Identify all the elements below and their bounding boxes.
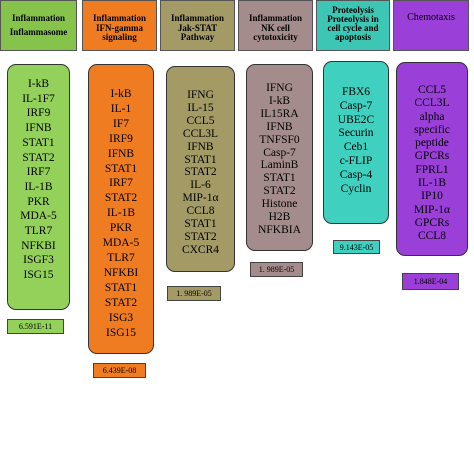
gene-label: IFNB bbox=[107, 147, 135, 160]
pvalue-badge: 1.848E-04 bbox=[402, 273, 459, 290]
gene-label: I-kB bbox=[27, 78, 50, 90]
gene-label: STAT1 bbox=[184, 218, 217, 231]
gene-label: MIP-1α bbox=[413, 203, 451, 216]
gene-label: ISG15 bbox=[105, 326, 137, 339]
gene-label: IL-6 bbox=[190, 179, 211, 192]
gene-label: FPRL1 bbox=[415, 163, 449, 176]
column-header: Proteolysis Proteolysis in cell cycle an… bbox=[316, 0, 390, 51]
gene-label: Cyclin bbox=[340, 182, 372, 195]
gene-label: IL15RA bbox=[260, 107, 299, 120]
gene-label: IL-15 bbox=[187, 101, 214, 114]
gene-label: CCL8 bbox=[186, 205, 215, 218]
gene-label: ISG15 bbox=[23, 269, 54, 282]
gene-label: IRF9 bbox=[26, 107, 51, 120]
column-header: Inflammation Inflammasome bbox=[0, 0, 77, 51]
gene-label: IFNG bbox=[266, 82, 293, 94]
gene-label: STAT1 bbox=[104, 281, 138, 294]
gene-label: STAT2 bbox=[22, 151, 55, 164]
gene-label: IRF9 bbox=[109, 132, 133, 145]
gene-label: I-kB bbox=[110, 88, 132, 100]
gene-label: IRF7 bbox=[26, 166, 51, 179]
pvalue-badge: 1. 989E-05 bbox=[167, 286, 221, 301]
gene-label: I-kB bbox=[268, 94, 291, 107]
gene-label: STAT1 bbox=[184, 153, 217, 166]
gene-label: Casp-7 bbox=[263, 146, 296, 159]
gene-label: IL-1B bbox=[24, 180, 53, 193]
pvalue-badge: 6.591E-11 bbox=[7, 319, 64, 334]
header-line: Inflammasome bbox=[9, 26, 68, 37]
gene-label: Securin bbox=[338, 127, 374, 140]
gene-label: STAT2 bbox=[104, 192, 138, 205]
gene-label: TNFSF0 bbox=[259, 133, 300, 146]
gene-label: IF7 bbox=[113, 117, 129, 130]
gene-label: CCL3L bbox=[182, 127, 219, 140]
gene-label: Ceb1 bbox=[343, 141, 369, 154]
gene-label: GPCRs bbox=[414, 150, 450, 163]
gene-label: MDA-5 bbox=[20, 210, 57, 223]
gene-label: NFKBI bbox=[103, 266, 139, 279]
pvalue-badge: 1. 989E-05 bbox=[250, 262, 303, 277]
gene-label: NFKBI bbox=[21, 239, 56, 252]
gene-label: ISGF3 bbox=[23, 254, 54, 267]
column-header: Inflammation NK cell cytotoxicity bbox=[238, 0, 313, 51]
gene-label: TLR7 bbox=[107, 251, 135, 264]
gene-label: specific bbox=[414, 123, 450, 136]
column-header: Inflammation Jak-STAT Pathway bbox=[160, 0, 235, 51]
gene-label: IL-1B bbox=[417, 177, 447, 190]
gene-label: PKR bbox=[27, 195, 50, 208]
gene-label: FBX6 bbox=[341, 86, 371, 98]
gene-label: UBE2C bbox=[337, 113, 375, 126]
gene-label: STAT1 bbox=[22, 136, 55, 149]
gene-label: PKR bbox=[109, 222, 133, 235]
gene-label: c-FLIP bbox=[339, 154, 373, 167]
gene-label: IP10 bbox=[421, 190, 443, 203]
pvalue-badge: 6.439E-08 bbox=[93, 363, 146, 378]
gene-label: STAT2 bbox=[184, 230, 217, 243]
column-header: Inflammation IFN-gamma signaling bbox=[82, 0, 157, 51]
gene-label: ISG3 bbox=[108, 311, 134, 324]
gene-label: NFKBIA bbox=[258, 223, 301, 236]
column-header: Chemotaxis bbox=[393, 0, 469, 51]
gene-label: CXCR4 bbox=[181, 243, 220, 256]
gene-label: Casp-7 bbox=[339, 99, 373, 112]
gene-label: IL-1 bbox=[110, 102, 132, 115]
gene-label: TLR7 bbox=[24, 225, 53, 238]
gene-label: peptide bbox=[415, 137, 449, 150]
gene-label: CCL5 bbox=[186, 114, 215, 127]
gene-label: IFNB bbox=[25, 122, 52, 135]
gene-label: IFNG bbox=[187, 89, 214, 101]
gene-label: IL-1F7 bbox=[22, 92, 55, 105]
gene-label: IFNB bbox=[266, 120, 293, 133]
gene-label: LaminB bbox=[260, 159, 299, 172]
gene-label: IL-1B bbox=[106, 207, 136, 220]
gene-label: IRF7 bbox=[109, 177, 133, 190]
gene-label: Histone bbox=[261, 198, 298, 211]
gene-label: STAT2 bbox=[263, 185, 296, 198]
gene-label: STAT1 bbox=[104, 162, 138, 175]
gene-label: STAT2 bbox=[104, 296, 138, 309]
gene-label: GPCRs bbox=[414, 216, 450, 229]
gene-label: MIP-1α bbox=[182, 192, 219, 205]
gene-label: Casp-4 bbox=[339, 168, 373, 181]
pvalue-badge: 9.143E-05 bbox=[333, 240, 380, 254]
header-line: Inflammation bbox=[11, 13, 65, 23]
gene-label: MDA-5 bbox=[102, 237, 140, 250]
gene-label: H2B bbox=[268, 211, 291, 224]
gene-label: IFNB bbox=[187, 140, 214, 153]
gene-label: CCL8 bbox=[417, 230, 447, 243]
gene-label: STAT2 bbox=[184, 166, 217, 179]
gene-label: CCL5 bbox=[417, 84, 447, 96]
gene-label: alpha bbox=[419, 110, 445, 123]
gene-label: CCL3L bbox=[414, 97, 450, 110]
gene-label: STAT1 bbox=[263, 172, 296, 185]
